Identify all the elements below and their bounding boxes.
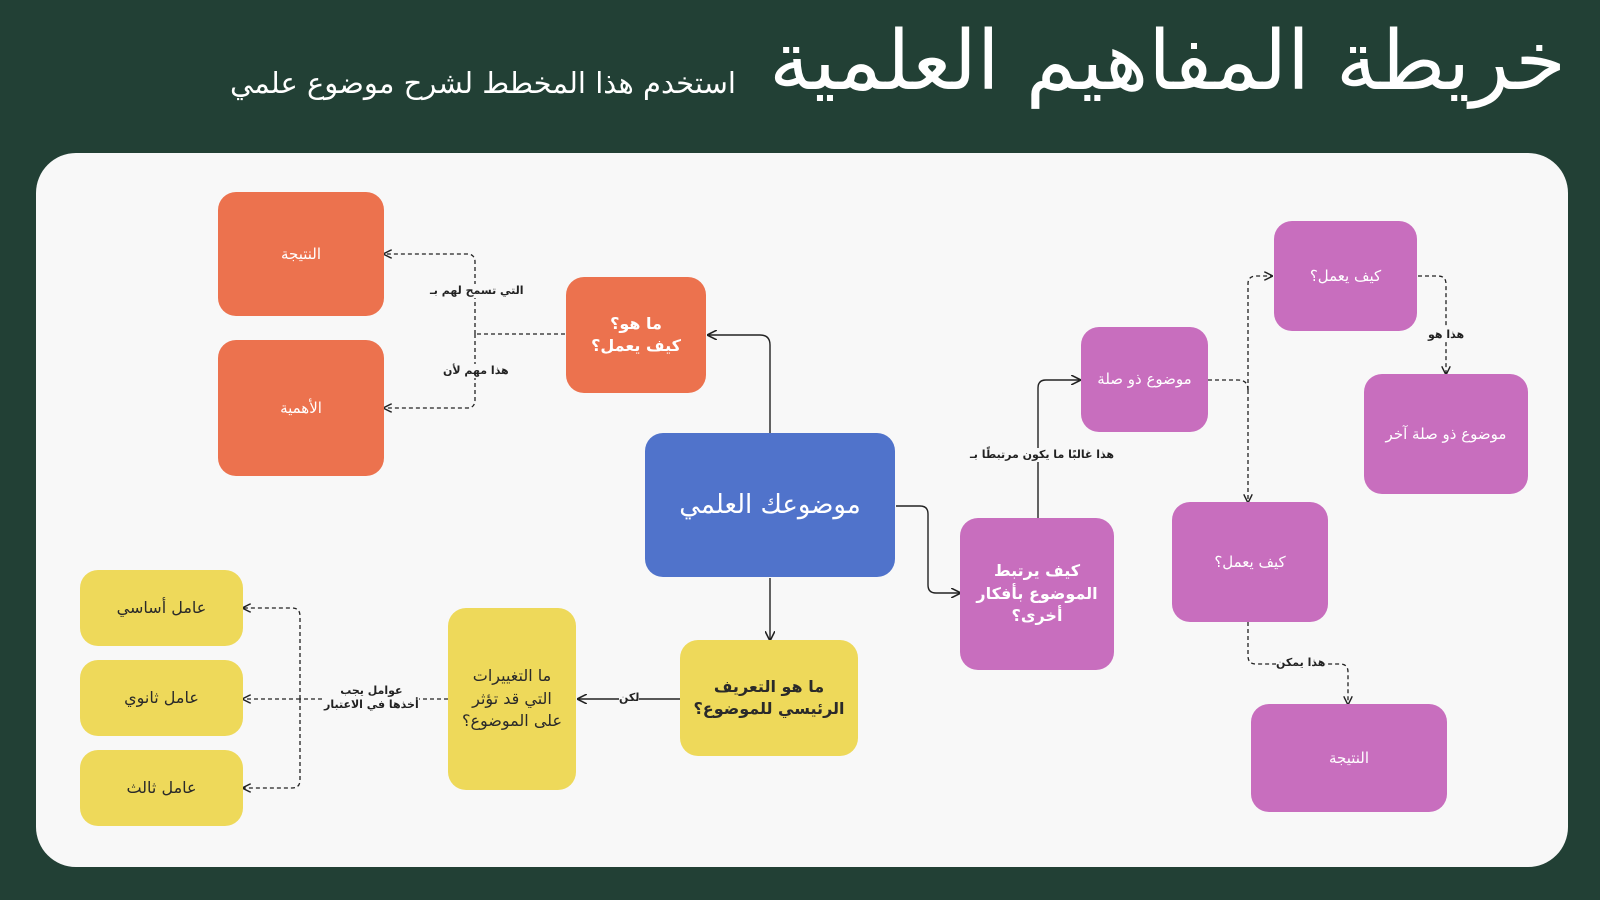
node-what-how: ما هو؟ كيف يعمل؟ xyxy=(566,277,706,393)
node-other-related: موضوع ذو صلة آخر xyxy=(1364,374,1528,494)
node-result-bottom: النتيجة xyxy=(1251,704,1447,812)
edge-label-important-because: هذا مهم لأن xyxy=(443,364,509,378)
page-title: خريطة المفاهيم العلمية xyxy=(769,14,1566,109)
node-factor-secondary: عامل ثانوي xyxy=(80,660,243,736)
node-definition: ما هو التعريف الرئيسي للموضوع؟ xyxy=(680,640,858,756)
edge-label-factors-consider: عوامل يجب أخذها في الاعتبار xyxy=(324,684,419,712)
edge-label-but: لكن xyxy=(619,691,640,705)
edge-label-this-is: هذا هو xyxy=(1428,328,1465,342)
node-factor-main: عامل أساسي xyxy=(80,570,243,646)
node-how-works-mid: كيف يعمل؟ xyxy=(1172,502,1328,622)
page-subtitle: استخدم هذا المخطط لشرح موضوع علمي xyxy=(229,66,736,100)
edge-label-can: هذا يمكن xyxy=(1276,656,1326,670)
node-relation: كيف يرتبط الموضوع بأفكار أخرى؟ xyxy=(960,518,1114,670)
node-center-topic: موضوعك العلمي xyxy=(645,433,895,577)
node-related-topic: موضوع ذو صلة xyxy=(1081,327,1208,432)
edge-label-often-linked: هذا غالبًا ما يكون مرتبطًا بـ xyxy=(970,448,1115,462)
node-variables: ما التغييرات التي قد تؤثر على الموضوع؟ xyxy=(448,608,576,790)
node-importance: الأهمية xyxy=(218,340,384,476)
edge-label-allows: التي تسمح لهم بـ xyxy=(430,284,524,298)
node-factor-third: عامل ثالث xyxy=(80,750,243,826)
node-result-top: النتيجة xyxy=(218,192,384,316)
node-how-works-top: كيف يعمل؟ xyxy=(1274,221,1417,331)
